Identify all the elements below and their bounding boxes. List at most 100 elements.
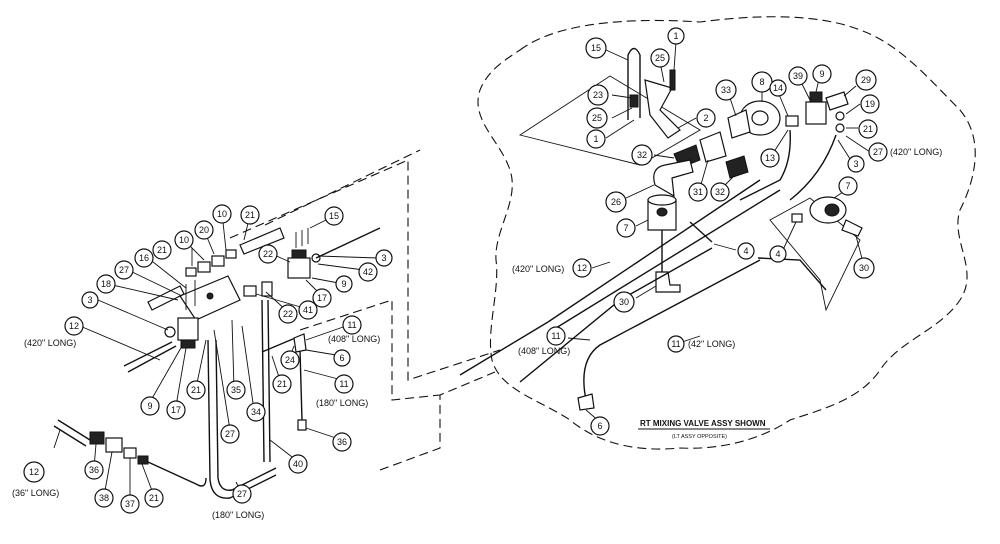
callout-15b[interactable]: 15 [324, 206, 344, 226]
callout-21a[interactable]: 21 [858, 119, 878, 139]
callout-22a[interactable]: 22 [258, 244, 278, 264]
callout-40[interactable]: 40 [288, 454, 308, 474]
callout-33[interactable]: 33 [715, 79, 737, 101]
svg-text:11: 11 [347, 320, 356, 330]
callout-30b[interactable]: 30 [853, 257, 875, 279]
callout-6a[interactable]: 6 [590, 416, 610, 436]
callout-21e[interactable]: 21 [186, 380, 206, 400]
callout-42[interactable]: 42 [358, 262, 378, 282]
callout-36b[interactable]: 36 [84, 460, 104, 480]
callout-3b[interactable]: 3 [375, 249, 393, 267]
svg-text:1: 1 [673, 31, 678, 41]
callout-29[interactable]: 29 [855, 69, 877, 91]
svg-text:38: 38 [99, 493, 109, 503]
callout-9b[interactable]: 9 [335, 275, 353, 293]
callout-4a[interactable]: 4 [737, 242, 755, 260]
callout-10a[interactable]: 10 [212, 204, 232, 224]
tube-27-upper [147, 285, 185, 311]
svg-text:13: 13 [765, 153, 775, 163]
callout-27d[interactable]: 27 [232, 484, 252, 504]
callout-25b[interactable]: 25 [586, 107, 608, 129]
svg-text:6: 6 [597, 421, 602, 431]
callout-1b[interactable]: 1 [586, 129, 606, 149]
callout-12c[interactable]: 12 [23, 461, 45, 483]
callout-10b[interactable]: 10 [174, 230, 194, 250]
length-label-408-b: (408" LONG) [328, 334, 380, 344]
callout-16[interactable]: 16 [134, 248, 154, 268]
callout-21b[interactable]: 21 [240, 205, 260, 225]
svg-text:27: 27 [873, 147, 883, 157]
svg-text:4: 4 [743, 246, 748, 256]
callout-12b[interactable]: 12 [64, 316, 84, 336]
callout-4b[interactable]: 4 [769, 245, 787, 263]
callout-21f[interactable]: 21 [144, 488, 164, 508]
callout-31[interactable]: 31 [688, 182, 708, 202]
svg-text:7: 7 [845, 181, 850, 191]
callout-18[interactable]: 18 [96, 274, 116, 294]
callout-27b[interactable]: 27 [114, 260, 134, 280]
assembly-subtitle: (LT ASSY OPPOSITE) [672, 434, 727, 440]
svg-text:20: 20 [199, 225, 209, 235]
svg-text:12: 12 [29, 467, 39, 477]
callout-17b[interactable]: 17 [166, 400, 186, 420]
callout-36a[interactable]: 36 [332, 432, 352, 452]
fitting-22-b [261, 281, 273, 297]
callout-12a[interactable]: 12 [572, 258, 592, 278]
callout-3a[interactable]: 3 [847, 155, 865, 173]
callout-41[interactable]: 41 [298, 300, 318, 320]
callout-34[interactable]: 34 [246, 402, 266, 422]
tube-420-mid [547, 179, 761, 323]
callout-7b[interactable]: 7 [838, 176, 858, 196]
callout-17a[interactable]: 17 [312, 288, 332, 308]
callout-6b[interactable]: 6 [333, 349, 351, 367]
routing-outline-dash [229, 159, 501, 381]
callout-21d[interactable]: 21 [272, 374, 292, 394]
left-solenoid-coil [180, 339, 196, 349]
solenoid-right [287, 257, 311, 279]
svg-text:42: 42 [363, 267, 373, 277]
callout-11a[interactable]: 11 [546, 326, 566, 346]
svg-text:30: 30 [859, 263, 869, 273]
callout-3c[interactable]: 3 [81, 291, 99, 309]
length-label-42: (42" LONG) [688, 339, 735, 349]
svg-text:15: 15 [329, 211, 339, 221]
callout-23[interactable]: 23 [587, 84, 609, 106]
callout-38[interactable]: 38 [94, 488, 114, 508]
bolts-15 [295, 228, 309, 248]
svg-text:16: 16 [139, 253, 149, 263]
callout-30a[interactable]: 30 [613, 291, 635, 313]
callout-13[interactable]: 13 [760, 148, 780, 168]
svg-text:3: 3 [853, 159, 858, 169]
callout-11d[interactable]: 11 [334, 374, 354, 394]
tube-408-b [459, 321, 549, 376]
callout-35[interactable]: 35 [226, 380, 246, 400]
svg-text:25: 25 [655, 53, 665, 63]
callout-26[interactable]: 26 [605, 191, 627, 213]
callout-37[interactable]: 37 [120, 494, 140, 514]
callout-27c[interactable]: 27 [220, 424, 240, 444]
callout-1a[interactable]: 1 [667, 27, 685, 45]
callout-27a[interactable]: 27 [868, 142, 888, 162]
callout-20[interactable]: 20 [194, 220, 214, 240]
callout-15a[interactable]: 15 [585, 37, 607, 59]
callout-19[interactable]: 19 [860, 94, 880, 114]
fitting-21-c [185, 267, 197, 277]
callout-2[interactable]: 2 [696, 108, 716, 128]
callout-21c[interactable]: 21 [152, 240, 172, 260]
callout-9a[interactable]: 9 [812, 64, 832, 84]
callout-24[interactable]: 24 [280, 350, 300, 370]
callout-25a[interactable]: 25 [650, 48, 670, 68]
callout-32b[interactable]: 32 [710, 182, 730, 202]
svg-text:39: 39 [793, 71, 803, 81]
length-label-408-a: (408" LONG) [518, 346, 570, 356]
callout-14[interactable]: 14 [769, 79, 787, 97]
callout-9c[interactable]: 9 [140, 396, 160, 416]
callout-11c[interactable]: 11 [342, 315, 362, 335]
callout-39[interactable]: 39 [788, 66, 808, 86]
callout-11b[interactable]: 11 [667, 335, 685, 353]
callout-7a[interactable]: 7 [616, 218, 636, 238]
callout-8[interactable]: 8 [751, 71, 773, 93]
fitting-14 [785, 115, 799, 127]
callout-32a[interactable]: 32 [631, 144, 653, 166]
callout-22b[interactable]: 22 [278, 304, 298, 324]
